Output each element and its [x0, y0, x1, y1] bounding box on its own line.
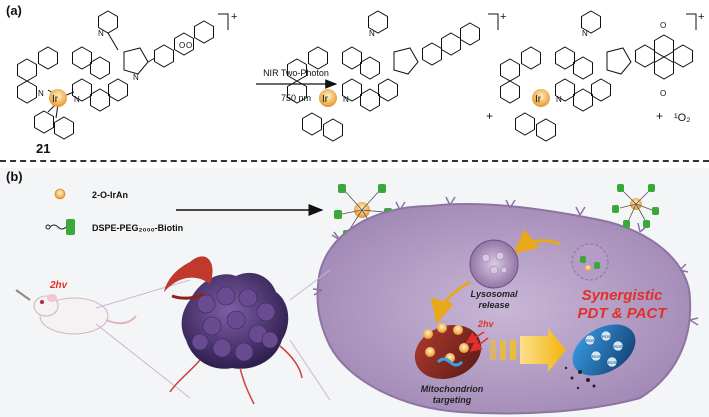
- n-atom-2a: N: [343, 95, 349, 104]
- syringe: [15, 289, 31, 301]
- mito-light-label: 2hv: [477, 319, 495, 329]
- peg-legend-icon: [45, 219, 75, 235]
- lysosome: [469, 239, 519, 289]
- mitochondrion-target: [414, 323, 482, 380]
- singlet-oxygen-label: ¹O₂: [674, 112, 691, 124]
- panel-divider: [0, 160, 709, 162]
- n-atom-3b: N: [582, 29, 588, 38]
- panel-b-label: (b): [6, 169, 23, 184]
- n-atom-1c: N: [98, 29, 104, 38]
- nanoparticle-entering: [612, 184, 659, 228]
- endosome-vesicle: [571, 243, 609, 281]
- legend-ir-complex-label: 2-O-IrAn: [92, 190, 128, 200]
- panel-a-label: (a): [6, 3, 22, 18]
- endosome-to-lysosome-arrow: [513, 229, 561, 254]
- therapy-arrow: [490, 328, 566, 372]
- charge-3: +: [698, 11, 704, 23]
- n-atom-1d: N: [133, 73, 139, 82]
- n-atom-1b: N: [74, 95, 80, 104]
- molecule-21: O O Ir N N N N + 21: [17, 10, 237, 156]
- synergistic-label: Synergistic: [582, 287, 664, 304]
- iridium-label-2: Ir: [322, 94, 329, 105]
- lysosomal-label: Lysosomal: [470, 289, 518, 299]
- mouse-light-label: 2hv: [49, 280, 69, 291]
- mouse-illustration: [15, 289, 137, 335]
- ros-label-4: ROS: [592, 354, 601, 359]
- iridium-label-1: Ir: [52, 94, 59, 105]
- iridium-center-1: [49, 89, 67, 107]
- n-atom-1a: N: [38, 89, 44, 98]
- ir-complex-legend-icon: [54, 188, 66, 200]
- molecule-radical-product: O O Ir N N +: [500, 10, 704, 142]
- mitochondrion-label: Mitochondrion: [421, 384, 484, 394]
- molecule-anthracene-product: Ir N N +: [287, 10, 506, 142]
- light-arrow-2: [469, 337, 489, 352]
- radical-oxygen-1: O: [660, 21, 666, 30]
- n-atom-3a: N: [556, 95, 562, 104]
- iridium-center-2: [319, 89, 337, 107]
- ros-label-5: ROS: [608, 360, 617, 365]
- tumor-illustration: [164, 256, 303, 405]
- damaged-mitochondrion: ROS ROS ROS ROS ROS: [564, 324, 636, 390]
- ros-label-1: ROS: [586, 338, 595, 343]
- charge-1: +: [231, 11, 237, 23]
- iridium-center-3: [532, 89, 550, 107]
- release-label: release: [478, 300, 509, 310]
- radical-oxygen-2: O: [660, 89, 666, 98]
- oxygen-atom-2: O: [186, 41, 192, 50]
- ros-label-3: ROS: [614, 344, 623, 349]
- plus-sign-2: +: [656, 109, 663, 123]
- charge-2: +: [500, 11, 506, 23]
- oxygen-atom-1: O: [179, 41, 185, 50]
- legend-peg-label: DSPE-PEG₂₀₀₀-Biotin: [92, 223, 183, 233]
- arrow-bottom-label: 750 nm: [281, 93, 311, 103]
- iridium-label-3: Ir: [535, 94, 542, 105]
- compound-number: 21: [36, 141, 50, 156]
- arrow-top-label: NIR Two-Photon: [263, 68, 329, 78]
- lysosome-contents: [481, 251, 508, 275]
- plus-sign-1: +: [486, 109, 493, 123]
- targeting-label: targeting: [433, 395, 472, 405]
- ros-label-2: ROS: [602, 334, 611, 339]
- pdt-pact-label: PDT & PACT: [578, 305, 669, 322]
- lysosome-to-mito-arrow: [430, 280, 471, 324]
- n-atom-2b: N: [369, 29, 375, 38]
